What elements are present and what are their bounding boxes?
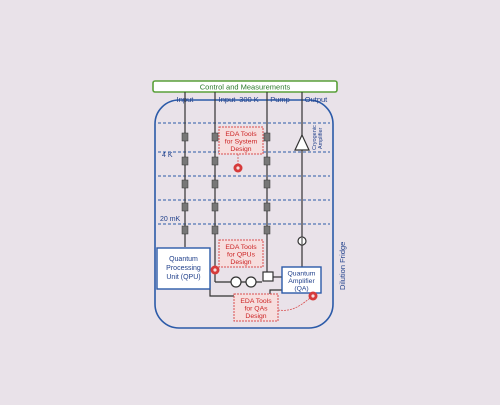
attenuator-component [263, 202, 271, 212]
circulator-icon [245, 276, 257, 288]
eda-system-label-2: for System [225, 139, 258, 146]
qa-label-3: (QA) [294, 286, 308, 293]
gear-icon [233, 163, 243, 173]
eda-qpu-box [218, 239, 264, 268]
eda-qpu-label-1: EDA Tools [225, 244, 257, 251]
eda-system-box [218, 126, 264, 155]
attenuator-component [211, 225, 219, 235]
eda-system-label-1: EDA Tools [225, 131, 257, 138]
attenuator-component [211, 156, 219, 166]
eda-qa-label-1: EDA Tools [240, 298, 272, 305]
attenuator-component [263, 179, 271, 189]
control-measurements-label: Control and Measurements [200, 83, 291, 92]
circulator-icon [230, 276, 242, 288]
line-label-output: Output [305, 95, 328, 104]
gear-icon [308, 291, 318, 301]
eda-qa-box [233, 293, 279, 322]
attenuator-component [181, 132, 189, 142]
attenuator-component [263, 132, 271, 142]
attenuator-component [181, 225, 189, 235]
dilution-fridge-outline [154, 99, 334, 329]
attenuator-components [181, 132, 271, 235]
eda-qa-connector [277, 297, 311, 311]
attenuator-component [181, 202, 189, 212]
gear-icon [210, 265, 220, 275]
attenuator-component [263, 225, 271, 235]
cryogenic-amplifier-label-2: Amplifier [318, 127, 324, 149]
attenuator-component [181, 156, 189, 166]
eda-qpu-label-3: Design [230, 259, 251, 266]
eda-system-label-3: Design [230, 146, 251, 153]
qpu-box [156, 247, 211, 290]
cryogenic-amplifier-label-1: Cryogenic [312, 125, 318, 150]
attenuator-component [211, 132, 219, 142]
pump-coupler-icon [262, 271, 274, 282]
line-label-300k: 300 K [239, 95, 259, 104]
qpu-label-1: Quantum [169, 256, 198, 263]
dilution-fridge-label: Dilution Fridge [338, 242, 347, 290]
qpu-label-3: Unit (QPU) [166, 274, 200, 281]
qa-label-2: Amplifier [288, 278, 315, 285]
stage-label-20mk: 20 mK [160, 216, 181, 223]
eda-qa-label-2: for QAs [244, 306, 268, 313]
qa-box [281, 266, 322, 294]
line-label-input-2: Input [219, 95, 237, 104]
eda-qpu-label-2: for QPUs [227, 252, 256, 259]
qa-label-1: Quantum [288, 271, 316, 278]
attenuator-component [181, 179, 189, 189]
attenuator-component [211, 179, 219, 189]
eda-qa-label-3: Design [245, 313, 266, 320]
control-measurements-box [152, 80, 338, 93]
cryogenic-amplifier-icon [294, 133, 310, 151]
attenuator-component [211, 202, 219, 212]
line-label-pump: Pump [270, 95, 290, 104]
qpu-label-2: Processing [166, 265, 201, 272]
stage-label-4k: 4 K [162, 152, 173, 159]
attenuator-component [263, 156, 271, 166]
